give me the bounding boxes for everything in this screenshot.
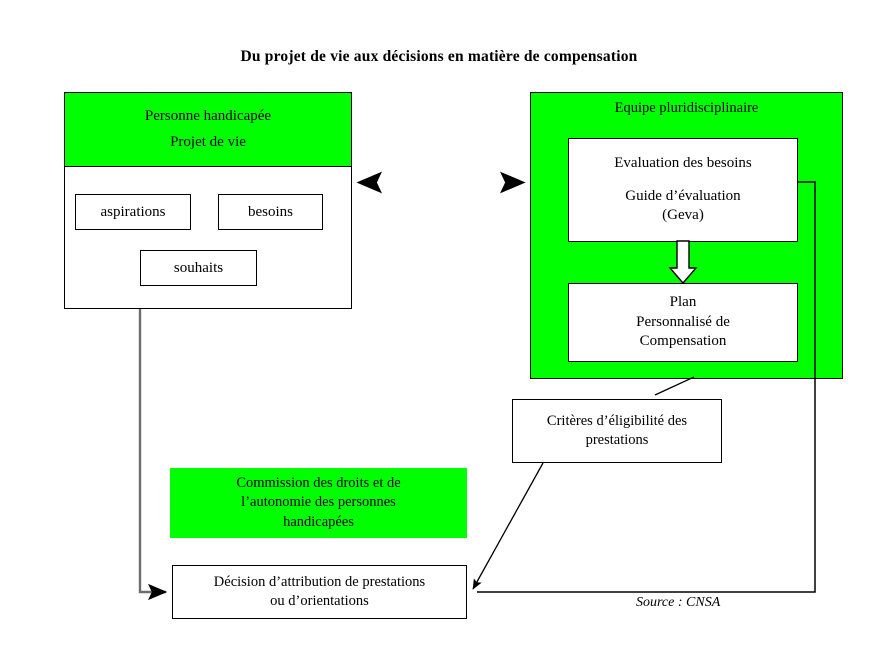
box-plan-personnalise-compensation[interactable]: Plan Personnalisé de Compensation bbox=[568, 283, 798, 362]
box-aspirations[interactable]: aspirations bbox=[75, 194, 191, 230]
box-souhaits[interactable]: souhaits bbox=[140, 250, 257, 286]
connector-plan-criteria-icon bbox=[654, 376, 695, 396]
box-evaluation-line1: Evaluation des besoins bbox=[614, 154, 752, 171]
box-besoins-label: besoins bbox=[248, 203, 293, 220]
box-aspirations-label: aspirations bbox=[100, 203, 166, 220]
box-besoins[interactable]: besoins bbox=[218, 194, 323, 230]
panel-equipe-title: Equipe pluridisciplinaire bbox=[614, 100, 759, 116]
box-commission-line1: Commission des droits et de bbox=[236, 475, 401, 492]
page-title: Du projet de vie aux décisions en matièr… bbox=[240, 48, 638, 65]
box-evaluation-des-besoins[interactable]: Evaluation des besoins Guide d’évaluatio… bbox=[568, 138, 798, 242]
box-plan-line2: Personnalisé de bbox=[636, 313, 730, 330]
box-criteres-line2: prestations bbox=[585, 432, 649, 448]
connector-person-decision-icon bbox=[138, 309, 168, 601]
source-caption: Source : CNSA bbox=[636, 595, 721, 610]
box-decision-attribution[interactable]: Décision d’attribution de prestations ou… bbox=[172, 565, 467, 619]
panel-personne-title-line2: Projet de vie bbox=[170, 133, 246, 150]
box-commission-line2: l’autonomie des personnes bbox=[241, 494, 396, 511]
box-commission-line3: handicapées bbox=[283, 513, 354, 530]
box-plan-line1: Plan bbox=[669, 293, 697, 310]
box-commission-droits-autonomie[interactable]: Commission des droits et de l’autonomie … bbox=[170, 468, 467, 538]
box-evaluation-line3: (Geva) bbox=[662, 207, 704, 224]
box-criteres-eligibilite[interactable]: Critères d’éligibilité des prestations bbox=[512, 399, 722, 463]
panel-personne-header: Personne handicapée Projet de vie bbox=[65, 93, 351, 167]
box-plan-line3: Compensation bbox=[639, 333, 727, 350]
box-souhaits-label: souhaits bbox=[173, 259, 224, 276]
box-criteres-line1: Critères d’éligibilité des bbox=[546, 412, 688, 429]
connector-criteria-decision-icon bbox=[472, 462, 544, 590]
panel-personne-title-line1: Personne handicapée bbox=[144, 107, 272, 124]
box-decision-line1: Décision d’attribution de prestations bbox=[213, 573, 426, 590]
box-evaluation-line2: Guide d’évaluation bbox=[625, 187, 741, 204]
box-decision-line2: ou d’orientations bbox=[270, 593, 369, 609]
